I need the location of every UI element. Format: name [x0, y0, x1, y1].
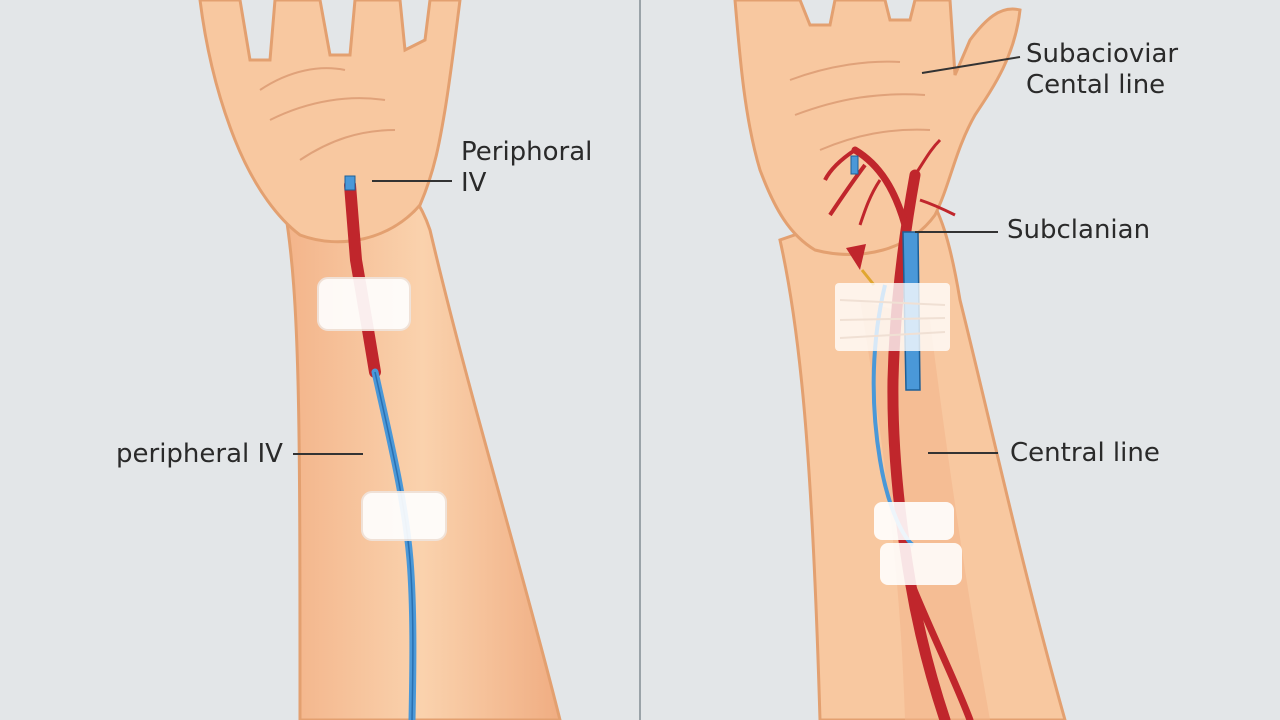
left-palm-crease [299, 129, 396, 161]
right-label-mid: Subclanian [1007, 215, 1151, 245]
right-label-top-line1: Subacioviar [1026, 39, 1179, 69]
right-needle-hub [846, 244, 866, 270]
right-artery-twig [823, 148, 857, 181]
right-artery-twig [828, 163, 867, 217]
right-catheter-top-marker [850, 155, 859, 175]
left-forearm [283, 173, 562, 720]
right-bandage-lower-b [880, 543, 962, 585]
right-artery-top [851, 146, 909, 229]
right-vein-branch [906, 576, 974, 720]
left-label-top-line2: IV [461, 168, 487, 198]
left-palm-crease [259, 67, 346, 91]
left-palm-crease [269, 97, 386, 121]
right-bandage-upper-lines [839, 299, 946, 339]
right-bandage-upper [835, 283, 950, 351]
right-label-bottom: Central line [1010, 438, 1160, 468]
right-palm-crease [819, 128, 931, 151]
left-bandage-lower [361, 491, 447, 541]
left-label-side: peripheral IV [116, 439, 283, 469]
right-palm-crease [794, 93, 926, 116]
right-bandage-lower-a [874, 502, 954, 540]
right-label-top: Subacioviar Cental line [1026, 39, 1178, 101]
left-catheter-tip [344, 175, 356, 191]
right-vein-main [887, 169, 951, 720]
left-arm-group [198, 0, 562, 720]
right-hand [733, 0, 1022, 257]
right-palm-crease [789, 60, 901, 81]
left-label-top: Periphoral IV [461, 137, 592, 199]
left-bandage-upper [317, 277, 411, 331]
left-hand [198, 0, 462, 244]
right-leader-top [921, 56, 1021, 74]
left-iv-tubing-outline [374, 371, 414, 720]
right-artery-twig [913, 138, 942, 176]
right-label-top-line2: Cental line [1026, 70, 1166, 100]
right-artery-twig [919, 198, 956, 217]
right-artery-twig [858, 179, 882, 226]
left-label-top-line1: Periphoral [461, 137, 593, 167]
right-needle-tip [860, 269, 876, 286]
right-arm-group [733, 0, 1067, 720]
